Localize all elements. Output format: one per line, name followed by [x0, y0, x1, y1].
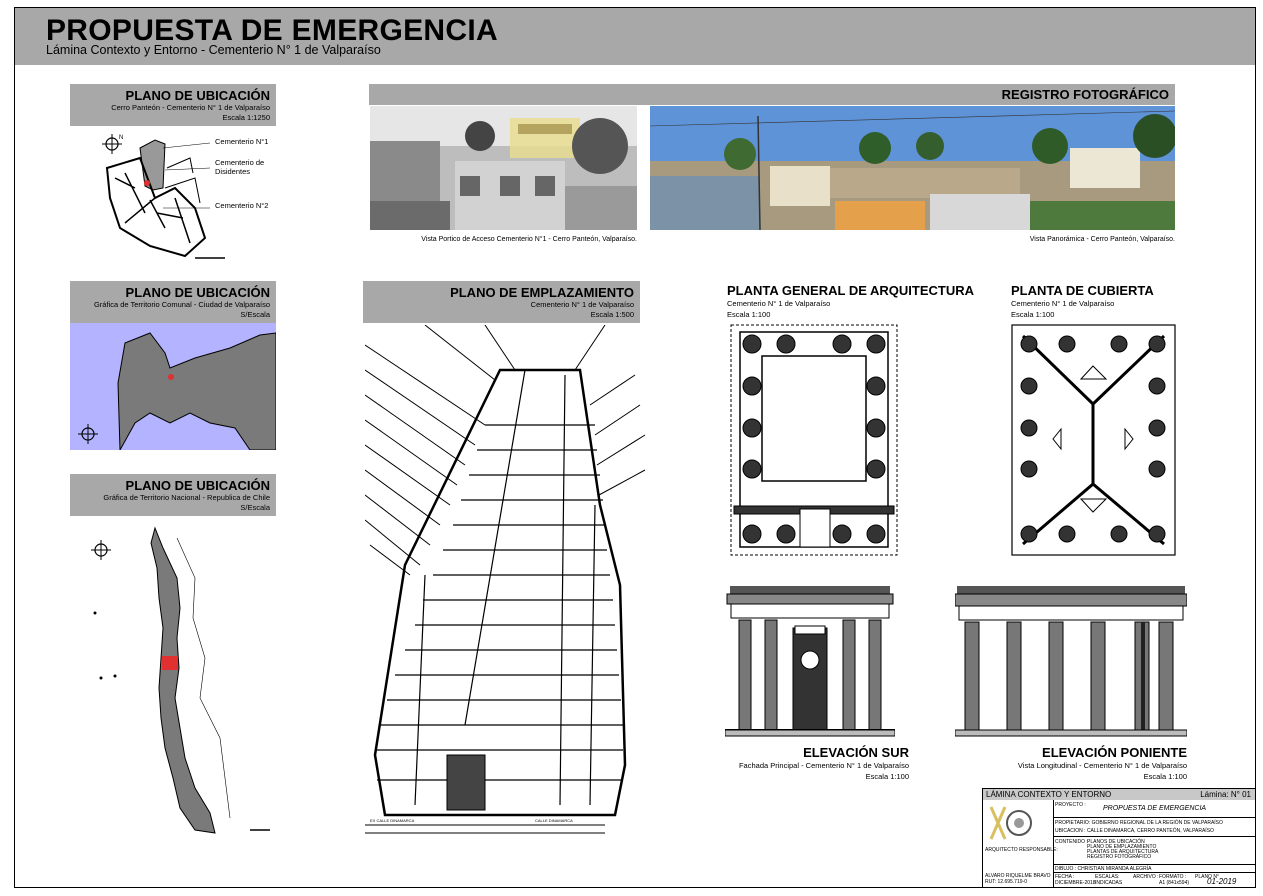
elevacion-poniente-title: ELEVACIÓN PONIENTE [1042, 745, 1187, 760]
ubicacion3-header: PLANO DE UBICACIÓN Gráfica de Territorio… [70, 474, 276, 516]
contenido-3: PLANTAS DE ARQUITECTURA [1087, 849, 1159, 855]
north-arrow-icon [78, 424, 98, 444]
escalas: INDICADAS [1095, 880, 1123, 886]
ubicacion2-scale: S/Escala [240, 310, 270, 319]
elevacion-poniente-drawing [955, 586, 1187, 737]
title-block-left: LÁMINA CONTEXTO Y ENTORNO [986, 790, 1112, 799]
planta-general-drawing [730, 324, 898, 556]
dibujo: DIBUJO : CHRISTIAN MIRANDA ALEGRÍA [1055, 866, 1152, 872]
sheet-frame [14, 7, 1256, 888]
planta-general-title: PLANTA GENERAL DE ARQUITECTURA [727, 283, 974, 298]
photo2-caption: Vista Panorámica - Cerro Panteón, Valpar… [1029, 236, 1175, 243]
title-block-right: Lámina: N° 01 [1200, 790, 1251, 799]
contenido-4: REGISTRO FOTOGRÁFICO [1087, 854, 1152, 860]
photo-panoramica [650, 106, 1175, 230]
ubicacion: UBICACION : CALLE DINAMARCA, CERRO PANTE… [1055, 828, 1214, 834]
escalas-label: ESCALAS: [1095, 874, 1120, 880]
ubicacion2-sub: Gráfica de Territorio Comunal - Ciudad d… [93, 300, 270, 309]
sheet-title: PROPUESTA DE EMERGENCIA [46, 14, 498, 47]
ubicacion3-sub: Gráfica de Territorio Nacional - Republi… [103, 493, 270, 502]
ubicacion1-header: PLANO DE UBICACIÓN Cerro Panteón - Cemen… [70, 84, 276, 126]
planta-cubierta-drawing [1011, 324, 1176, 556]
ubicacion2-header: PLANO DE UBICACIÓN Gráfica de Territorio… [70, 281, 276, 323]
ubicacion1-title: PLANO DE UBICACIÓN [125, 88, 270, 103]
title-block: LÁMINA CONTEXTO Y ENTORNO Lámina: N° 01 … [982, 788, 1256, 888]
svg-text:N: N [119, 135, 123, 141]
elevacion-sur-title: ELEVACIÓN SUR [803, 745, 909, 760]
planta-cubierta-title: PLANTA DE CUBIERTA [1011, 283, 1154, 298]
ubicacion3-title: PLANO DE UBICACIÓN [125, 478, 270, 493]
fecha: DICIEMBRE-2018 [1055, 880, 1096, 886]
emplazamiento-sub: Cementerio N° 1 de Valparaíso [530, 300, 634, 309]
archivo-label: ARCHIVO : [1133, 874, 1159, 880]
elevacion-sur-sub: Fachada Principal - Cementerio N° 1 de V… [738, 761, 909, 770]
planta-general-sub: Cementerio N° 1 de Valparaíso [727, 299, 831, 308]
plano-label: PLANO N° [1195, 874, 1219, 880]
ubicacion3-scale: S/Escala [240, 503, 270, 512]
ubicacion1-label-2: Cementerio de Disidentes [215, 158, 265, 176]
proyecto-label: PROYECTO : [1055, 802, 1086, 808]
ubicacion2-title: PLANO DE UBICACIÓN [125, 285, 270, 300]
registro-title: REGISTRO FOTOGRÁFICO [1001, 87, 1169, 102]
contenido-1: PLANOS DE UBICACIÓN [1087, 839, 1145, 845]
street-label-1: EX CALLE DINAMARCA [370, 818, 415, 823]
formato: A1 (841x594) [1159, 880, 1190, 886]
north-arrow-icon: N [102, 134, 123, 154]
sheet-subtitle: Lámina Contexto y Entorno - Cementerio N… [46, 43, 381, 57]
title-bar: PROPUESTA DE EMERGENCIA Lámina Contexto … [15, 8, 1255, 65]
elevacion-sur-scale: Escala 1:100 [865, 772, 909, 781]
north-arrow-icon [91, 540, 111, 560]
photo1-caption: Vista Portico de Acceso Cementerio N°1 -… [421, 236, 637, 243]
street-label-2: CALLE DINAMARCA [535, 818, 573, 823]
contenido-label: CONTENIDO : [1055, 839, 1088, 845]
elevacion-poniente-scale: Escala 1:100 [1143, 772, 1187, 781]
proyecto-value: PROPUESTA DE EMERGENCIA [1103, 805, 1207, 812]
arquitecto-rut: RUT: 12.695.719-0 [985, 879, 1027, 885]
emplazamiento-plan: EX CALLE DINAMARCA CALLE DINAMARCA [365, 325, 646, 834]
emplazamiento-scale: Escala 1:500 [590, 310, 634, 319]
ubicacion1-label-3: Cementerio N°2 [215, 201, 269, 210]
responsable-label: ARQUITECTO RESPONSABLE: [985, 847, 1058, 853]
photo-portico [370, 106, 637, 230]
logo-icon [989, 806, 1032, 840]
planta-cubierta-scale: Escala 1:100 [1011, 310, 1055, 319]
formato-label: FORMATO : [1159, 874, 1187, 880]
elevacion-sur-drawing [725, 586, 895, 737]
ubicacion1-label-1: Cementerio N°1 [215, 137, 269, 146]
propietario: PROPIETARIO: GOBIERNO REGIONAL DE LA REG… [1055, 820, 1223, 826]
ubicacion1-scale: Escala 1:1250 [222, 113, 270, 122]
planta-general-scale: Escala 1:100 [727, 310, 771, 319]
ubicacion2-map [70, 323, 276, 450]
ubicacion1-sub: Cerro Panteón - Cementerio N° 1 de Valpa… [111, 103, 270, 112]
contenido-2: PLANO DE EMPLAZAMIENTO [1087, 844, 1157, 850]
ubicacion1-map: N [102, 134, 225, 259]
plano-number: 01-2019 [1207, 877, 1237, 886]
title-block-header: LÁMINA CONTEXTO Y ENTORNO Lámina: N° 01 [983, 789, 1255, 800]
elevacion-poniente-sub: Vista Longitudinal - Cementerio N° 1 de … [1017, 761, 1187, 770]
arquitecto-name: ALVARO RIQUELME BRAVO [985, 873, 1051, 879]
registro-header: REGISTRO FOTOGRÁFICO [369, 84, 1175, 105]
fecha-label: FECHA : [1055, 874, 1075, 880]
planta-cubierta-sub: Cementerio N° 1 de Valparaíso [1011, 299, 1115, 308]
chile-map [91, 526, 270, 834]
emplazamiento-title: PLANO DE EMPLAZAMIENTO [450, 285, 634, 300]
emplazamiento-header: PLANO DE EMPLAZAMIENTO Cementerio N° 1 d… [363, 281, 640, 323]
